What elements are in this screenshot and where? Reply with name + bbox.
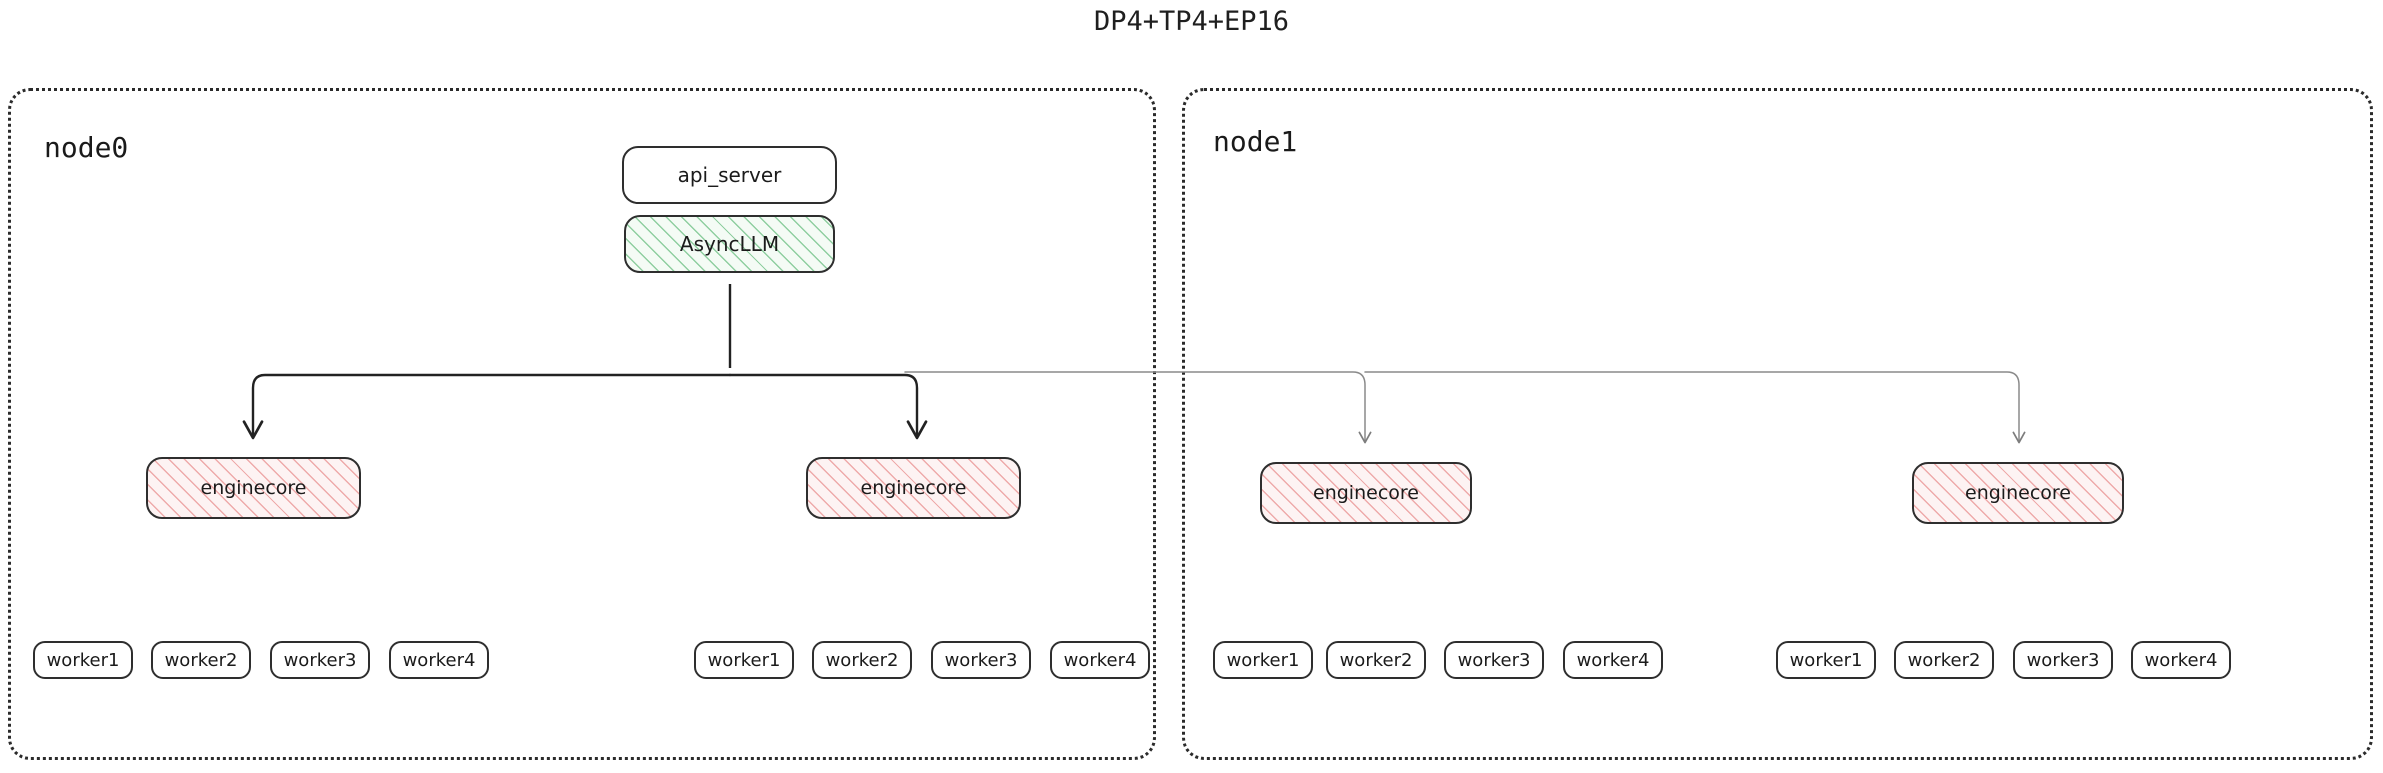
enginecore-box-node1-1[interactable]: enginecore bbox=[1912, 462, 2124, 524]
worker-box-node0-0-2[interactable]: worker2 bbox=[151, 641, 251, 679]
worker-label: worker3 bbox=[944, 649, 1018, 671]
enginecore-box-node0-0[interactable]: enginecore bbox=[146, 457, 361, 519]
worker-label: worker3 bbox=[283, 649, 357, 671]
worker-box-node1-0-2[interactable]: worker2 bbox=[1326, 641, 1426, 679]
api-server-box[interactable]: api_server bbox=[622, 146, 837, 204]
enginecore-label: enginecore bbox=[1313, 482, 1419, 504]
worker-label: worker1 bbox=[1226, 649, 1300, 671]
worker-box-node1-1-2[interactable]: worker2 bbox=[1894, 641, 1994, 679]
worker-label: worker2 bbox=[825, 649, 899, 671]
node-label-node1: node1 bbox=[1213, 125, 1298, 158]
page-title: DP4+TP4+EP16 bbox=[1093, 6, 1290, 37]
asyncllm-box[interactable]: AsyncLLM bbox=[624, 215, 835, 273]
worker-box-node0-1-2[interactable]: worker2 bbox=[812, 641, 912, 679]
node-label-node0: node0 bbox=[44, 131, 129, 164]
worker-label: worker1 bbox=[46, 649, 120, 671]
enginecore-label: enginecore bbox=[200, 477, 307, 499]
worker-label: worker1 bbox=[1789, 649, 1863, 671]
worker-box-node1-0-1[interactable]: worker1 bbox=[1213, 641, 1313, 679]
enginecore-box-node0-1[interactable]: enginecore bbox=[806, 457, 1021, 519]
enginecore-label: enginecore bbox=[860, 477, 967, 499]
worker-label: worker2 bbox=[164, 649, 238, 671]
worker-box-node0-0-1[interactable]: worker1 bbox=[33, 641, 133, 679]
worker-label: worker4 bbox=[1063, 649, 1137, 671]
worker-box-node0-0-3[interactable]: worker3 bbox=[270, 641, 370, 679]
worker-label: worker1 bbox=[707, 649, 781, 671]
enginecore-box-node1-0[interactable]: enginecore bbox=[1260, 462, 1472, 524]
worker-label: worker4 bbox=[2144, 649, 2218, 671]
api-server-label: api_server bbox=[677, 163, 782, 187]
worker-box-node0-1-1[interactable]: worker1 bbox=[694, 641, 794, 679]
worker-box-node0-0-4[interactable]: worker4 bbox=[389, 641, 489, 679]
enginecore-label: enginecore bbox=[1965, 482, 2071, 504]
worker-label: worker3 bbox=[1457, 649, 1531, 671]
worker-box-node1-1-1[interactable]: worker1 bbox=[1776, 641, 1876, 679]
worker-box-node0-1-4[interactable]: worker4 bbox=[1050, 641, 1150, 679]
asyncllm-label: AsyncLLM bbox=[679, 232, 780, 256]
worker-label: worker4 bbox=[402, 649, 476, 671]
worker-box-node0-1-3[interactable]: worker3 bbox=[931, 641, 1031, 679]
worker-box-node1-1-3[interactable]: worker3 bbox=[2013, 641, 2113, 679]
worker-label: worker2 bbox=[1907, 649, 1981, 671]
worker-label: worker4 bbox=[1576, 649, 1650, 671]
worker-box-node1-0-3[interactable]: worker3 bbox=[1444, 641, 1544, 679]
worker-label: worker3 bbox=[2026, 649, 2100, 671]
worker-label: worker2 bbox=[1339, 649, 1413, 671]
worker-box-node1-0-4[interactable]: worker4 bbox=[1563, 641, 1663, 679]
worker-box-node1-1-4[interactable]: worker4 bbox=[2131, 641, 2231, 679]
